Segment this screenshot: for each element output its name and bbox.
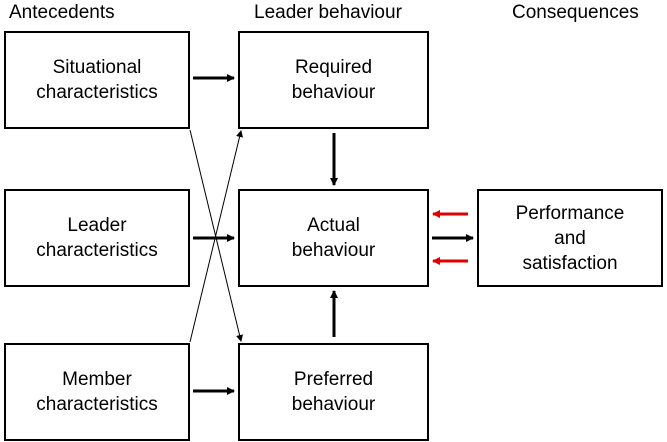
leader-characteristics-box: Leader characteristics bbox=[4, 189, 190, 287]
leader-characteristics-label: Leader characteristics bbox=[36, 215, 158, 261]
performance-satisfaction-label: Performance and satisfaction bbox=[515, 202, 625, 274]
member-to-required-arrow bbox=[189, 130, 243, 343]
consequences-header: Consequences bbox=[512, 2, 639, 23]
antecedents-header: Antecedents bbox=[9, 2, 115, 23]
situational-characteristics-label: Situational characteristics bbox=[36, 57, 158, 103]
actual-behaviour-box: Actual behaviour bbox=[238, 189, 429, 287]
actual-behaviour-label: Actual behaviour bbox=[291, 215, 376, 261]
member-characteristics-box: Member characteristics bbox=[4, 343, 190, 441]
required-behaviour-box: Required behaviour bbox=[238, 31, 429, 129]
preferred-behaviour-box: Preferred behaviour bbox=[238, 343, 429, 441]
preferred-behaviour-label: Preferred behaviour bbox=[291, 369, 376, 415]
performance-satisfaction-box: Performance and satisfaction bbox=[477, 189, 663, 287]
required-behaviour-label: Required behaviour bbox=[291, 57, 376, 103]
member-characteristics-label: Member characteristics bbox=[36, 369, 158, 415]
leader-behaviour-header: Leader behaviour bbox=[254, 2, 402, 23]
situational-characteristics-box: Situational characteristics bbox=[4, 31, 190, 129]
